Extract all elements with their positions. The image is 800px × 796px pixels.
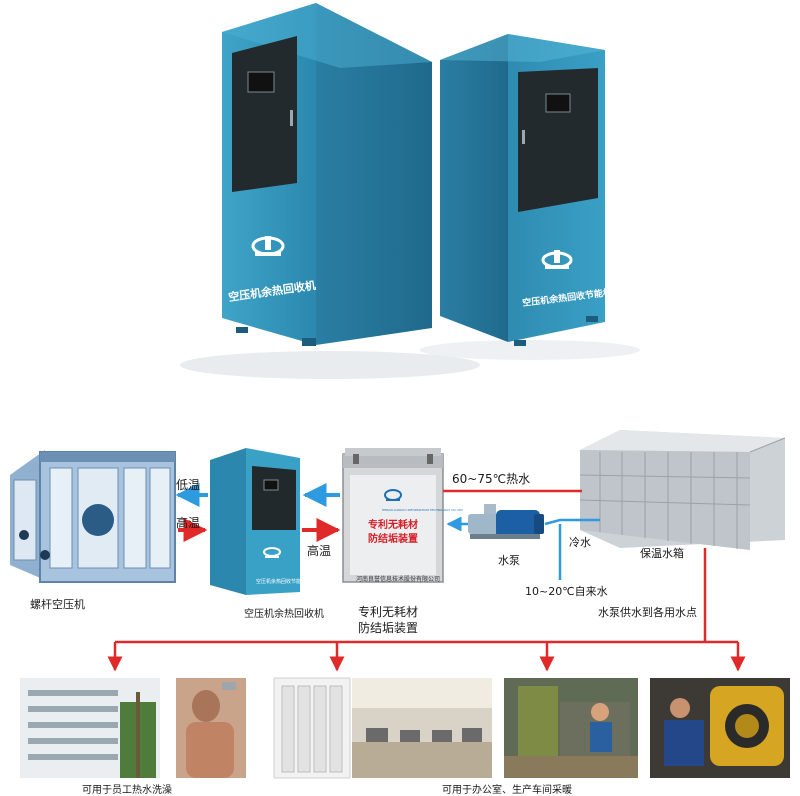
hot-water-label: 60~75℃热水: [452, 472, 531, 486]
device-label-line1: 专利无耗材: [358, 605, 419, 619]
recovery-unit-image: [210, 448, 300, 595]
floor-shadow: [420, 340, 640, 360]
office-photo: [352, 678, 492, 778]
water-pump-image: [468, 504, 544, 539]
low-temp-label: 低温: [176, 478, 201, 492]
supply-label: 水泵供水到各用水点: [598, 606, 697, 619]
device-company: 河南良誉信息技术股份有限公司: [356, 576, 441, 583]
pump-label: 水泵: [498, 554, 520, 567]
anti-scale-device-image: [342, 448, 444, 583]
insulated-water-tank-image: [579, 430, 786, 550]
high-temp-label-1: 高温: [176, 516, 201, 530]
workshop-photo-1: [504, 678, 638, 778]
shower-caption: 可用于员工热水洗澡: [82, 785, 172, 796]
use-photos: [20, 677, 790, 779]
recovery-cabinet-right: [440, 34, 605, 346]
tap-water-label: 10~20℃自来水: [525, 585, 608, 598]
radiator-photo: [273, 677, 351, 779]
recovery-small-text: 空压机余热回收节能机组: [256, 579, 312, 585]
device-company-en: HENAN LIANGYU INFORMATION TECHNOLOGY CO.…: [382, 508, 463, 512]
cold-water-pipe: [544, 518, 600, 526]
heating-caption: 可用于办公室、生产车间采暖: [442, 785, 572, 796]
compressor-label: 螺杆空压机: [30, 598, 85, 611]
product-photo: [180, 3, 640, 379]
flow-diagram: [10, 430, 786, 672]
tank-label: 保温水箱: [640, 547, 684, 560]
device-panel-line2: 防结垢装置: [368, 534, 418, 545]
screw-compressor-image: [10, 450, 176, 583]
cold-water-label: 冷水: [569, 536, 591, 549]
recovery-cabinet-left: [222, 3, 432, 346]
shower-photo: [176, 678, 246, 778]
workshop-photo-2: [650, 678, 790, 778]
company-logo: [251, 236, 285, 256]
device-panel-line1: 专利无耗材: [368, 520, 418, 531]
device-label-line2: 防结垢装置: [358, 621, 419, 635]
recovery-label: 空压机余热回收机: [244, 609, 324, 620]
floor-shadow: [180, 351, 480, 379]
high-temp-label-2: 高温: [307, 544, 332, 558]
dormitory-building-photo: [20, 678, 160, 778]
company-logo: [541, 250, 573, 269]
